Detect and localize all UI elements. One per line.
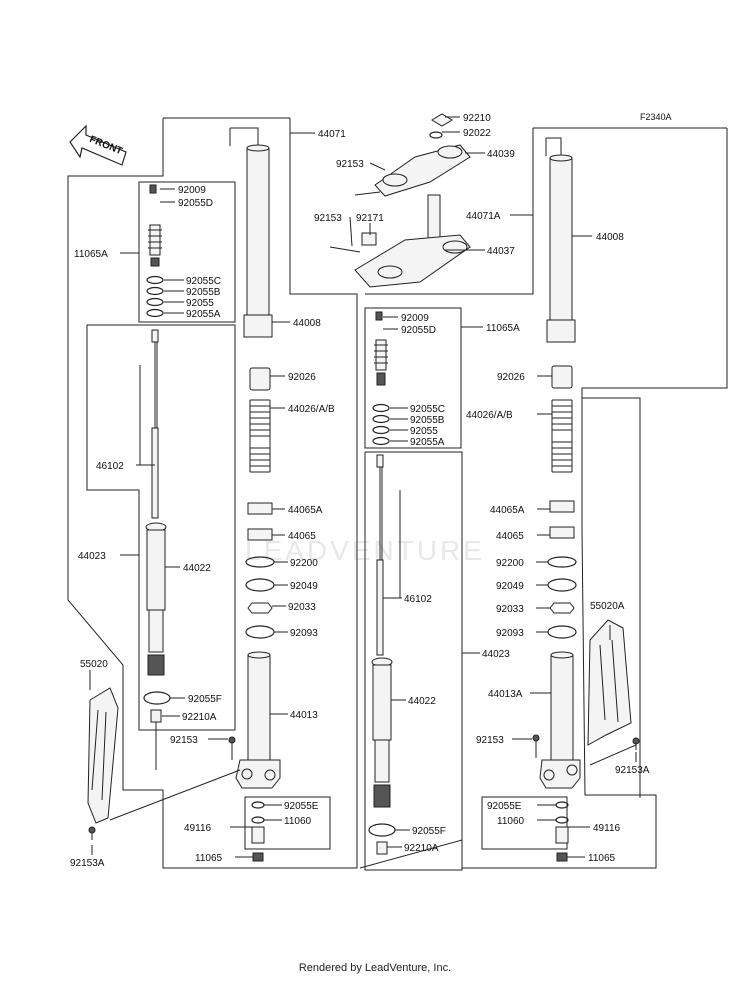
cartridge-box-right <box>364 307 462 449</box>
label-92055A-right: 92055A <box>410 437 445 448</box>
watermark: LEADVENTURE <box>245 535 485 566</box>
label-92049-right: 92049 <box>496 581 524 592</box>
label-92210: 92210 <box>463 113 491 124</box>
label-92153-right: 92153 <box>476 735 504 746</box>
label-92022: 92022 <box>463 128 491 139</box>
damper-rod-left <box>143 329 171 770</box>
label-92093-right: 92093 <box>496 628 524 639</box>
label-11065-right: 11065 <box>588 853 616 864</box>
leader-lines <box>89 116 637 858</box>
spring-right <box>551 399 573 473</box>
label-92093-left: 92093 <box>290 628 318 639</box>
label-92055D-right: 92055D <box>401 325 436 336</box>
label-92055F-left: 92055F <box>188 694 222 705</box>
lower-clamp-stem <box>329 194 471 288</box>
label-92055A-left: 92055A <box>186 309 221 320</box>
label-92009-left: 92009 <box>178 185 206 196</box>
label-92055E-left: 92055E <box>284 801 319 812</box>
label-49116-left: 49116 <box>184 823 212 834</box>
label-11065A-left: 11065A <box>74 249 108 260</box>
label-55020A: 55020A <box>590 601 625 612</box>
label-44037: 44037 <box>487 246 515 257</box>
label-44022-left: 44022 <box>183 563 211 574</box>
label-44026-right: 44026/A/B <box>466 410 513 421</box>
label-11060-left: 11060 <box>284 816 312 827</box>
inner-tube-right <box>539 651 581 789</box>
collar-left <box>249 367 271 391</box>
label-11060-right: 11060 <box>497 816 525 827</box>
label-44022-right: 44022 <box>408 696 436 707</box>
label-92210A-right: 92210A <box>404 843 439 854</box>
label-44065-right: 44065 <box>496 531 524 542</box>
cartridge-box-left <box>138 181 236 323</box>
label-92055B-left: 92055B <box>186 287 221 298</box>
label-92055-right: 92055 <box>410 426 438 437</box>
label-44026-left: 44026/A/B <box>288 404 335 415</box>
bushings-left <box>245 502 275 639</box>
cartridge-assembly-left <box>146 184 164 318</box>
label-55020: 55020 <box>80 659 108 670</box>
label-92033-right: 92033 <box>496 604 524 615</box>
label-49116-right: 49116 <box>593 823 621 834</box>
label-46102-right: 46102 <box>404 594 432 605</box>
label-92171: 92171 <box>356 213 384 224</box>
label-92153-lower: 92153 <box>314 213 342 224</box>
label-44065A-left: 44065A <box>288 505 323 516</box>
label-92026-right: 92026 <box>497 372 525 383</box>
bushings-right <box>547 500 577 639</box>
label-92033-left: 92033 <box>288 602 316 613</box>
label-92153-upper: 92153 <box>336 159 364 170</box>
outer-tube-left <box>229 127 273 338</box>
label-92049-left: 92049 <box>290 581 318 592</box>
label-92055B-right: 92055B <box>410 415 445 426</box>
spring-left <box>249 399 271 473</box>
label-92055F-right: 92055F <box>412 826 446 837</box>
damper-rod-right <box>368 454 396 855</box>
assembly-outlines <box>67 117 728 871</box>
label-92153A-right: 92153A <box>615 765 650 776</box>
cartridge-assembly-right <box>372 311 390 446</box>
label-44023-left: 44023 <box>78 551 106 562</box>
label-44071: 44071 <box>318 129 346 140</box>
label-44065A-right: 44065A <box>490 505 525 516</box>
bottom-box-right <box>481 796 568 850</box>
label-44039: 44039 <box>487 149 515 160</box>
fork-guard-right <box>587 619 640 750</box>
label-44008-left: 44008 <box>293 318 321 329</box>
collar-right <box>551 365 573 389</box>
front-arrow-icon: FRONT <box>69 124 127 166</box>
label-44023-right: 44023 <box>482 649 510 660</box>
label-92200-right: 92200 <box>496 558 524 569</box>
inner-tube-left <box>235 651 281 789</box>
label-44008-right: 44008 <box>596 232 624 243</box>
outer-tube-right <box>545 137 576 343</box>
label-92055-left: 92055 <box>186 298 214 309</box>
label-92210A-left: 92210A <box>182 712 217 723</box>
label-92055D-left: 92055D <box>178 198 213 209</box>
diagram-code: F2340A <box>640 112 672 122</box>
part-labels: F2340A 44071 92210 92022 44039 92153 921… <box>70 112 672 869</box>
label-92055E-right: 92055E <box>487 801 522 812</box>
label-92055C-left: 92055C <box>186 276 221 287</box>
label-44013: 44013 <box>290 710 318 721</box>
label-92153-left: 92153 <box>170 735 198 746</box>
label-11065-left: 11065 <box>195 853 223 864</box>
label-92009-right: 92009 <box>401 313 429 324</box>
label-44065-left: 44065 <box>288 531 316 542</box>
label-92153A-left: 92153A <box>70 858 105 869</box>
label-92200-left: 92200 <box>290 558 318 569</box>
bottom-box-left <box>244 796 331 850</box>
label-44071A: 44071A <box>466 211 501 222</box>
label-92055C-right: 92055C <box>410 404 445 415</box>
bottom-parts-right <box>532 734 569 862</box>
label-46102-left: 46102 <box>96 461 124 472</box>
label-44013A: 44013A <box>488 689 523 700</box>
footer-credit: Rendered by LeadVenture, Inc. <box>298 962 452 974</box>
label-92026-left: 92026 <box>288 372 316 383</box>
fork-guard-left <box>87 687 119 840</box>
label-11065A-right: 11065A <box>486 323 520 334</box>
upper-clamp <box>354 113 471 197</box>
